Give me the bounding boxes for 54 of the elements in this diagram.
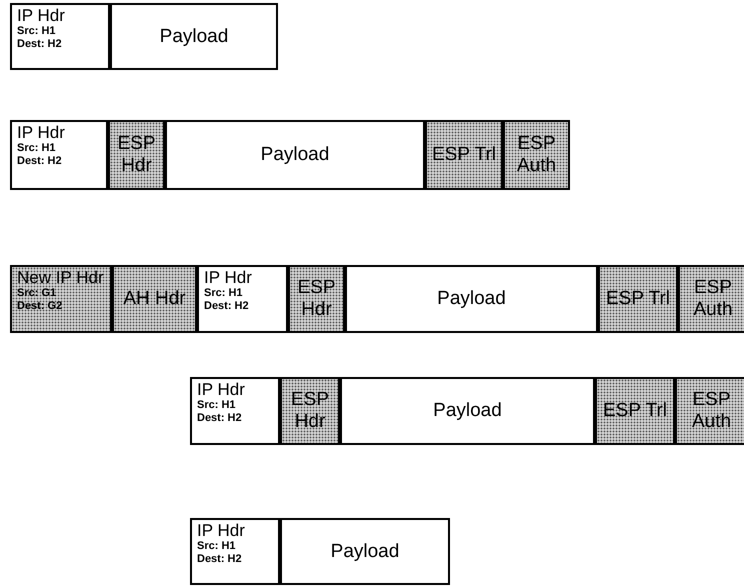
address-text: Src: H1	[17, 142, 56, 155]
packet-field	[340, 377, 595, 445]
field-label: IP Hdr	[17, 124, 65, 142]
packet-field	[108, 120, 165, 190]
address-text: Dest: H2	[197, 553, 242, 566]
packet-field	[280, 518, 450, 585]
field-label: ESP Trl	[432, 144, 496, 166]
packet-field	[595, 377, 675, 445]
address-text: Src: H1	[204, 287, 243, 300]
field-label: Payload	[260, 144, 330, 166]
field-label: ESP Hdr	[290, 389, 330, 433]
packet-field	[345, 265, 598, 333]
address-text: Dest: H2	[17, 155, 62, 168]
field-label: ESP Auth	[516, 133, 558, 177]
field-label: IP Hdr	[17, 7, 65, 25]
header-field	[10, 3, 110, 70]
packet-field	[675, 377, 744, 445]
packet-field	[110, 3, 278, 70]
address-text: Dest: H2	[17, 38, 62, 51]
field-label: ESP Trl	[606, 288, 670, 310]
header-field	[10, 265, 112, 333]
field-label: IP Hdr	[197, 522, 245, 540]
packet-field	[165, 120, 425, 190]
address-text: Dest: H2	[204, 300, 249, 313]
packet-field	[503, 120, 570, 190]
field-label: ESP Auth	[690, 389, 732, 433]
field-label: Payload	[160, 26, 228, 48]
field-label: ESP Hdr	[296, 277, 337, 321]
field-label: IP Hdr	[197, 381, 245, 399]
address-text: Src: G1	[17, 287, 56, 300]
header-field	[190, 377, 280, 445]
packet-field	[112, 265, 197, 333]
field-label: ESP Auth	[692, 277, 734, 321]
header-field	[190, 518, 280, 585]
field-label: ESP Hdr	[116, 133, 157, 177]
address-text: Src: H1	[197, 540, 236, 553]
header-field	[10, 120, 108, 190]
packet-field	[280, 377, 340, 445]
field-label: ESP Trl	[602, 400, 668, 422]
field-label: Payload	[433, 400, 502, 422]
packet-field	[678, 265, 744, 333]
address-text: Dest: G2	[17, 300, 62, 313]
address-text: Src: H1	[197, 399, 236, 412]
address-text: Dest: H2	[197, 412, 242, 425]
field-label: New IP Hdr	[17, 269, 104, 287]
field-label: AH Hdr	[123, 288, 186, 310]
packet-field	[598, 265, 678, 333]
header-field	[197, 265, 288, 333]
field-label: IP Hdr	[204, 269, 252, 287]
field-label: Payload	[437, 288, 506, 310]
address-text: Src: H1	[17, 25, 56, 38]
packet-field	[288, 265, 345, 333]
packet-field	[425, 120, 503, 190]
field-label: Payload	[330, 540, 400, 562]
